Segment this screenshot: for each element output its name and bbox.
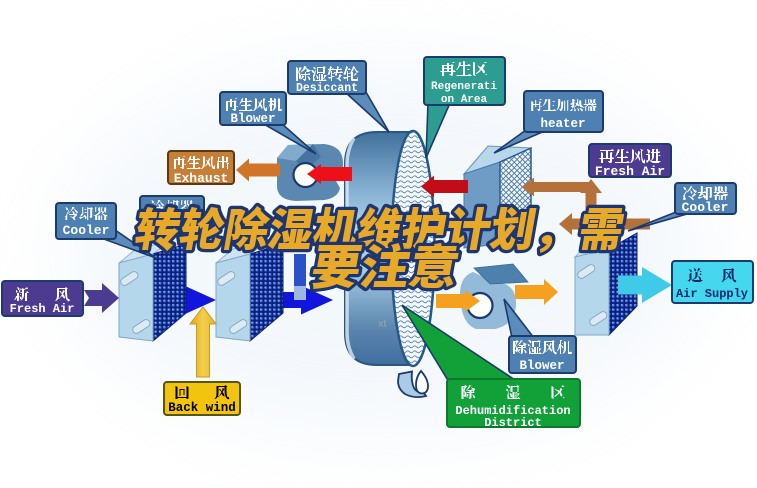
svg-text:heater: heater	[540, 117, 585, 131]
svg-text:Regenerati: Regenerati	[431, 81, 497, 93]
svg-text:Fresh Air: Fresh Air	[10, 302, 75, 316]
svg-text:Fresh Air: Fresh Air	[595, 164, 665, 179]
svg-text:Exhaust: Exhaust	[174, 171, 229, 186]
svg-text:Blower: Blower	[519, 359, 564, 373]
svg-text:Back wind: Back wind	[168, 401, 236, 415]
svg-text:District: District	[484, 416, 542, 430]
svg-text:Desiccant: Desiccant	[296, 82, 358, 95]
svg-text:Air Supply: Air Supply	[676, 287, 748, 301]
svg-text:Cooler: Cooler	[682, 200, 729, 215]
svg-text:xt: xt	[378, 318, 387, 330]
svg-text:Cooler: Cooler	[63, 223, 110, 238]
svg-text:Blower: Blower	[230, 112, 275, 126]
svg-text:on Area: on Area	[441, 94, 488, 106]
svg-text:Dehumidification: Dehumidification	[455, 404, 570, 418]
